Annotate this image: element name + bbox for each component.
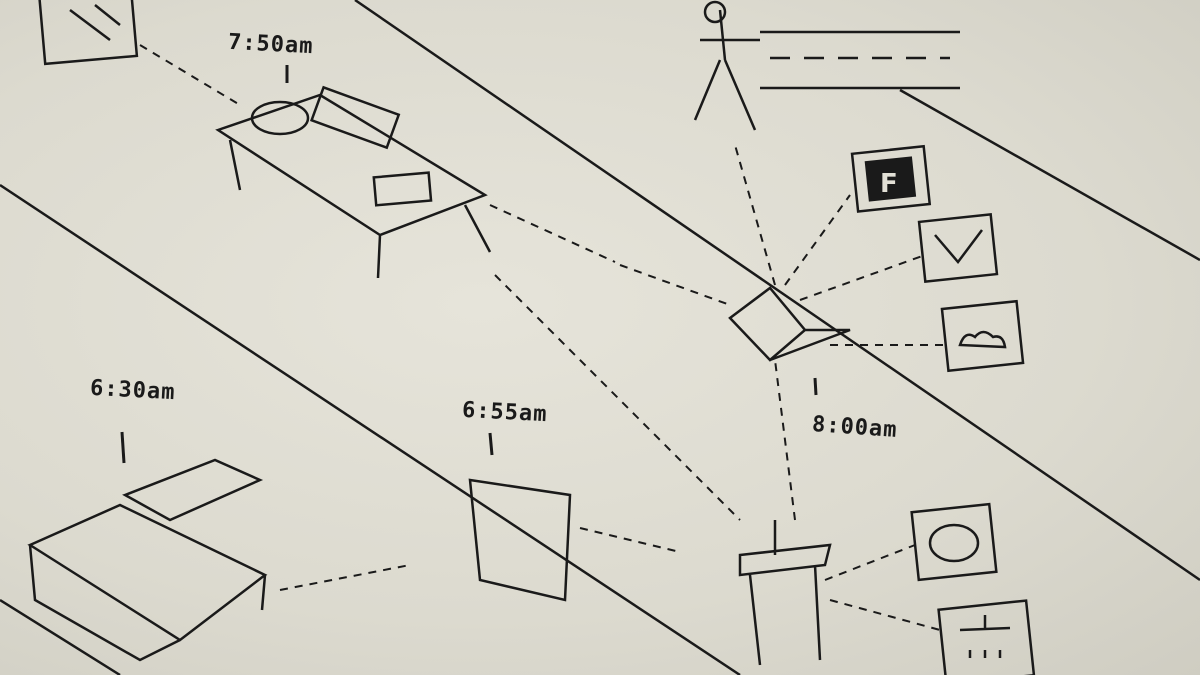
time-label-wake: 6:30am	[89, 375, 177, 406]
connector-arrow	[824, 544, 916, 581]
connector-arrow	[579, 527, 681, 553]
lane-line	[354, 0, 1200, 582]
connector-arrow	[734, 144, 776, 286]
time-label-breakfast: 7:50am	[227, 29, 315, 60]
connector-arrow	[489, 204, 616, 263]
bed	[27, 503, 268, 662]
connector-arrow	[279, 564, 411, 591]
connector-arrow	[494, 274, 741, 521]
box	[309, 85, 401, 150]
lane-line	[899, 88, 1200, 262]
person-walking	[693, 9, 760, 131]
nightstand	[122, 458, 264, 522]
food-icon	[910, 502, 998, 582]
wardrobe	[468, 478, 572, 602]
connector-arrow	[774, 359, 796, 521]
shower-icon	[937, 599, 1036, 675]
breakfast-table	[215, 93, 492, 279]
lane-line	[0, 598, 121, 675]
svg-text:F: F	[880, 169, 898, 199]
shower	[738, 520, 832, 666]
plate	[250, 100, 310, 136]
connector-arrow	[619, 264, 731, 306]
tray	[372, 171, 433, 207]
laptop	[728, 286, 851, 362]
mail-icon	[917, 213, 999, 283]
connector-arrow	[139, 44, 241, 106]
time-label-dress: 6:55am	[461, 397, 549, 428]
connector-arrow	[784, 194, 851, 286]
tool-card	[37, 0, 139, 66]
facebook-icon	[850, 144, 932, 213]
lane-line	[0, 183, 741, 675]
weather-icon	[940, 299, 1025, 373]
connector-arrow	[829, 599, 941, 631]
connector-arrow	[799, 254, 926, 301]
